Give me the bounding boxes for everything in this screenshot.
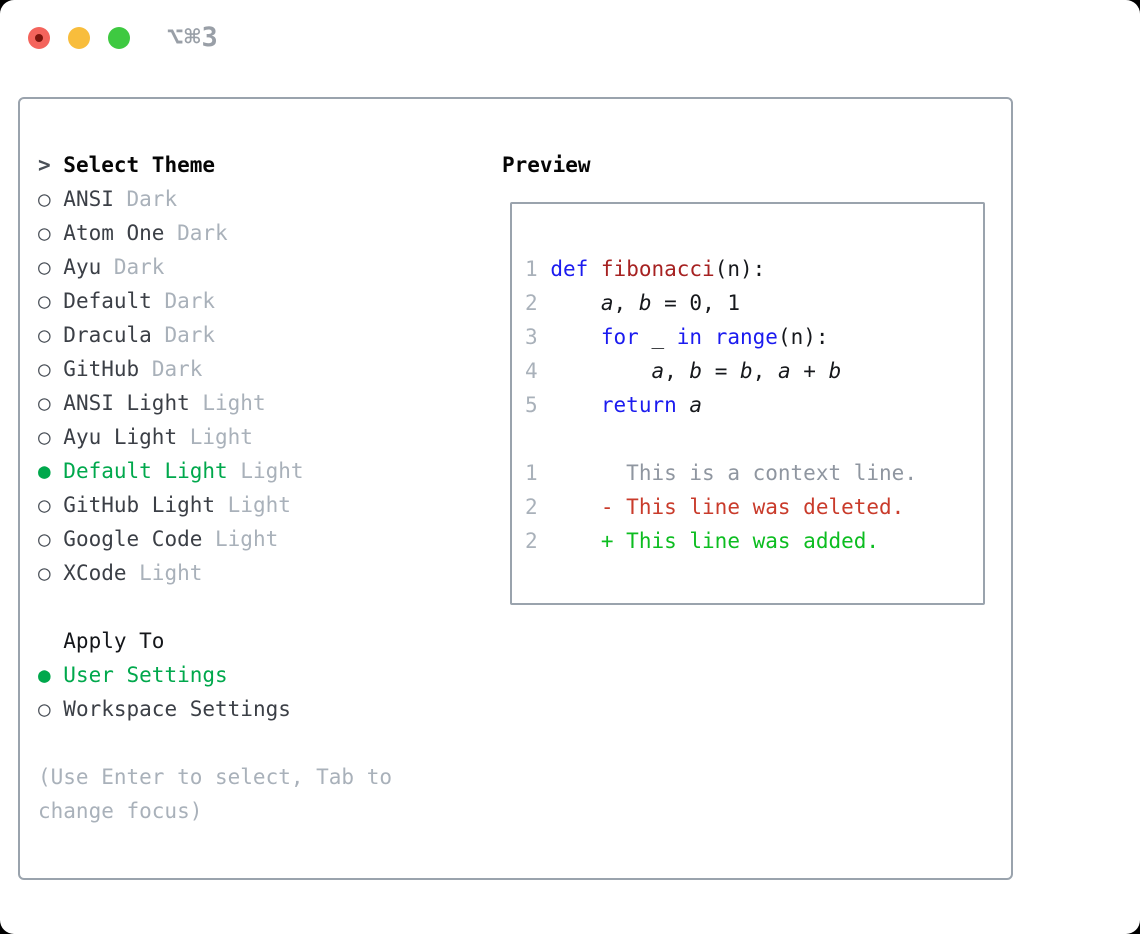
theme-option[interactable]: ○ Default Dark	[38, 284, 392, 318]
focus-caret-icon: >	[38, 153, 51, 177]
theme-variant: Light	[126, 561, 203, 585]
radio-icon: ○	[38, 425, 51, 449]
theme-name: Default Light	[50, 459, 228, 483]
line-number: 2	[525, 291, 538, 315]
theme-name: Ayu	[50, 255, 102, 279]
apply-option-label: User Settings	[50, 663, 228, 687]
radio-icon: ○	[38, 697, 51, 721]
apply-option[interactable]: ○ Workspace Settings	[38, 692, 392, 726]
preview-header: Preview	[502, 153, 591, 177]
radio-icon: ○	[38, 187, 51, 211]
theme-name: Atom One	[50, 221, 165, 245]
radio-selected-icon: ●	[38, 459, 51, 483]
minimize-button[interactable]	[68, 27, 90, 49]
radio-selected-icon: ●	[38, 663, 51, 687]
theme-variant: Dark	[164, 221, 228, 245]
preview-pane: 1 def fibonacci(n): 2 a, b = 0, 1 3 for _ …	[510, 202, 985, 605]
theme-name: XCode	[50, 561, 127, 585]
code-line: 4 a, b = b, a + b	[525, 359, 842, 383]
apply-to-header: Apply To	[38, 624, 392, 658]
theme-option[interactable]: ○ GitHub Light Light	[38, 488, 392, 522]
apply-option[interactable]: ● User Settings	[38, 658, 392, 692]
theme-variant: Dark	[139, 357, 203, 381]
radio-icon: ○	[38, 221, 51, 245]
theme-name: Ayu Light	[50, 425, 178, 449]
hint-text: (Use Enter to select, Tab to	[38, 765, 393, 789]
theme-option[interactable]: ○ Dracula Dark	[38, 318, 392, 352]
code-line: 5 return a	[525, 393, 703, 417]
theme-picker-panel	[18, 97, 1013, 880]
theme-option[interactable]: ○ ANSI Light Light	[38, 386, 392, 420]
theme-name: ANSI	[50, 187, 114, 211]
theme-name: Google Code	[50, 527, 203, 551]
line-number: 2	[525, 529, 538, 553]
diff-context-line: 1 This is a context line.	[525, 461, 917, 485]
theme-option[interactable]: ○ Ayu Light Light	[38, 420, 392, 454]
line-number: 4	[525, 359, 538, 383]
theme-name: Dracula	[50, 323, 152, 347]
apply-to-label: Apply To	[38, 629, 165, 653]
theme-option[interactable]: ○ XCode Light	[38, 556, 392, 590]
radio-icon: ○	[38, 357, 51, 381]
select-theme-label: Select Theme	[50, 153, 216, 177]
radio-icon: ○	[38, 391, 51, 415]
diff-added-line: 2 + This line was added.	[525, 529, 880, 553]
zoom-button[interactable]	[108, 27, 130, 49]
radio-icon: ○	[38, 323, 51, 347]
line-number: 1	[525, 461, 538, 485]
theme-name: GitHub Light	[50, 493, 216, 517]
theme-option[interactable]: ○ Ayu Dark	[38, 250, 392, 284]
hint-text: change focus)	[38, 799, 203, 823]
radio-icon: ○	[38, 493, 51, 517]
code-line: 3 for _ in range(n):	[525, 325, 829, 349]
select-theme-header: > Select Theme	[38, 148, 392, 182]
code-line: 2 a, b = 0, 1	[525, 291, 741, 315]
radio-icon: ○	[38, 289, 51, 313]
diff-deleted-line: 2 - This line was deleted.	[525, 495, 905, 519]
theme-variant: Light	[215, 493, 291, 517]
theme-name: GitHub	[50, 357, 140, 381]
theme-variant: Dark	[151, 289, 216, 313]
unsaved-dot-icon	[35, 34, 43, 42]
theme-option[interactable]: ○ GitHub Dark	[38, 352, 392, 386]
line-number: 2	[525, 495, 538, 519]
theme-variant: Light	[227, 459, 304, 483]
window-title: ⌥⌘3	[167, 22, 219, 53]
theme-option[interactable]: ○ Atom One Dark	[38, 216, 392, 250]
code-line: 1 def fibonacci(n):	[525, 257, 766, 281]
theme-option[interactable]: ○ ANSI Dark	[38, 182, 392, 216]
line-number: 3	[525, 325, 538, 349]
radio-icon: ○	[38, 561, 51, 585]
line-number: 1	[525, 257, 538, 281]
theme-name: Default	[50, 289, 152, 313]
line-number: 5	[525, 393, 538, 417]
theme-list: > Select Theme○ ANSI Dark○ Atom One Dark…	[38, 148, 392, 828]
theme-variant: Light	[177, 425, 253, 449]
theme-name: ANSI Light	[50, 391, 190, 415]
theme-variant: Dark	[113, 187, 178, 211]
theme-variant: Dark	[101, 255, 165, 279]
radio-icon: ○	[38, 527, 51, 551]
theme-variant: Light	[202, 527, 279, 551]
close-button[interactable]	[28, 27, 50, 49]
theme-option[interactable]: ○ Google Code Light	[38, 522, 392, 556]
theme-option[interactable]: ● Default Light Light	[38, 454, 392, 488]
theme-variant: Light	[189, 391, 266, 415]
theme-variant: Dark	[151, 323, 216, 347]
radio-icon: ○	[38, 255, 51, 279]
apply-option-label: Workspace Settings	[50, 697, 291, 721]
